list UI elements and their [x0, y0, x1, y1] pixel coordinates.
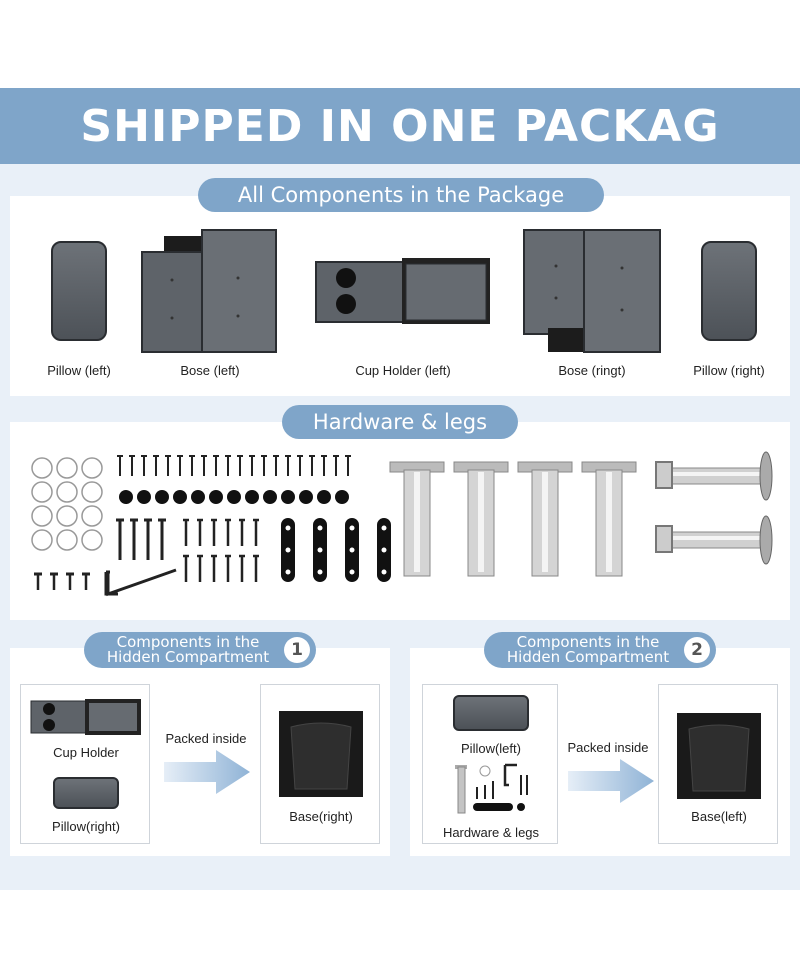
- compartment-1-number: 1: [284, 637, 310, 663]
- cup-holder-small-image: [30, 699, 141, 735]
- compartment-1-arrow-label: Packed inside: [165, 731, 247, 746]
- compartment-2-header-line1: Components in the: [516, 633, 660, 651]
- compartment-2-header: Components in the Hidden Compartment 2: [484, 632, 716, 668]
- compartment-1-header: Components in the Hidden Compartment 1: [84, 632, 316, 668]
- compartment-2-arrow-label: Packed inside: [567, 740, 649, 755]
- cup-holder-label: Cup Holder (left): [355, 363, 451, 378]
- base-left-label: Bose (left): [180, 363, 240, 378]
- base-right-small-image: [279, 711, 363, 797]
- compartment-2-header-line2: Hidden Compartment: [506, 648, 670, 666]
- compartment-1-target-box: Base(right): [260, 684, 380, 844]
- hardware-small-image: [455, 763, 528, 814]
- base-right-small-label: Base(right): [289, 809, 353, 824]
- pillow-right-small-label: Pillow(right): [52, 819, 120, 834]
- base-left-small-image: [677, 713, 761, 799]
- cup-holder-image: [315, 258, 490, 324]
- compartment-2-arrow-icon: [568, 759, 654, 803]
- hardware-header-text: Hardware & legs: [312, 410, 488, 434]
- base-right-label: Bose (ringt): [558, 363, 626, 378]
- compartment-1-header-line2: Hidden Compartment: [106, 648, 270, 666]
- compartment-1-items-box: Cup Holder Pillow(right): [20, 684, 150, 844]
- compartment-1-header-line1: Components in the: [116, 633, 260, 651]
- pillow-right-image: [701, 241, 757, 341]
- hardware-image: [31, 451, 773, 597]
- hardware-small-label: Hardware & legs: [442, 825, 540, 840]
- base-right-image: [523, 229, 661, 353]
- base-left-image: [141, 229, 277, 353]
- components-header: All Components in the Package: [198, 178, 604, 212]
- pillow-left-label: Pillow (left): [47, 363, 111, 378]
- hardware-header: Hardware & legs: [282, 405, 518, 439]
- title-banner: SHIPPED IN ONE PACKAG: [0, 88, 800, 164]
- compartment-2-items-box: Pillow(left) Hardware & legs: [422, 684, 558, 844]
- pillow-right-label: Pillow (right): [693, 363, 765, 378]
- base-left-small-label: Base(left): [691, 809, 747, 824]
- components-header-text: All Components in the Package: [237, 183, 565, 207]
- hardware-panel: [10, 422, 790, 620]
- pillow-right-small-image: [53, 777, 119, 809]
- pillow-left-image: [51, 241, 107, 341]
- compartment-1-arrow-icon: [164, 750, 250, 794]
- compartment-2-number: 2: [684, 637, 710, 663]
- pillow-left-small-label: Pillow(left): [461, 741, 521, 756]
- pillow-left-small-image: [453, 695, 529, 731]
- cup-holder-small-label: Cup Holder: [53, 745, 119, 760]
- compartment-2-target-box: Base(left): [658, 684, 778, 844]
- banner-title: SHIPPED IN ONE PACKAG: [80, 100, 720, 152]
